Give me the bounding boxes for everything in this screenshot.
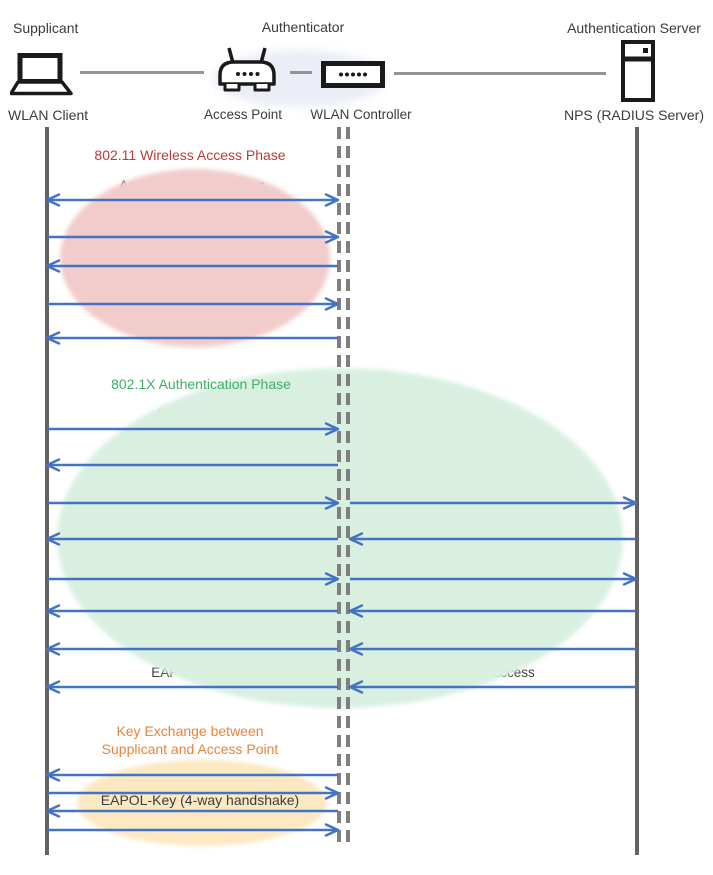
role-label-authenticator: Authenticator	[261, 19, 345, 35]
authenticator-lifeline-dash-left	[337, 127, 341, 849]
connector-ap-controller	[290, 71, 312, 74]
wlan-controller-icon	[321, 61, 385, 88]
message-arrow	[45, 259, 338, 273]
wireless-phase-ellipse	[60, 169, 330, 347]
message-arrow	[45, 768, 338, 782]
message-arrow	[47, 297, 340, 311]
message-arrow	[47, 230, 340, 244]
message-arrow	[350, 496, 638, 510]
message-arrow	[348, 532, 636, 546]
role-label-authentication-server: Authentication Server	[567, 20, 701, 36]
access-point-icon	[218, 47, 276, 92]
key-exchange-title-line1: Key Exchange between	[116, 723, 264, 739]
message-arrow	[45, 642, 338, 656]
message-arrow	[45, 458, 338, 472]
server-icon	[621, 40, 655, 102]
message-arrow	[348, 604, 636, 618]
dot1x-phase-title: 802.1X Authentication Phase	[111, 376, 291, 392]
message-arrow	[45, 680, 338, 694]
node-label-wlan-client: WLAN Client	[8, 107, 89, 123]
message-arrow	[45, 532, 338, 546]
role-label-supplicant: Supplicant	[13, 20, 79, 36]
message-arrow	[47, 422, 340, 436]
message-arrow	[348, 642, 636, 656]
message-arrow	[350, 572, 638, 586]
wireless-phase-title: 802.11 Wireless Access Phase	[94, 147, 286, 163]
message-arrow	[348, 680, 636, 694]
laptop-icon	[10, 53, 73, 96]
connector-controller-nps	[394, 72, 606, 75]
message-arrow	[45, 604, 338, 618]
message-arrow	[47, 572, 340, 586]
node-label-wlan-controller: WLAN Controller	[310, 107, 412, 122]
message-arrow	[47, 496, 340, 510]
connector-client-ap	[80, 71, 204, 74]
message-arrow	[45, 193, 340, 207]
supplicant-lifeline	[45, 127, 49, 855]
eapol-key-label: EAPOL-Key (4-way handshake)	[100, 792, 300, 808]
node-label-nps-radius-server: NPS (RADIUS Server)	[563, 107, 705, 123]
message-arrow	[47, 786, 340, 800]
message-arrow	[45, 804, 338, 818]
key-exchange-title-line2: Supplicant and Access Point	[101, 741, 279, 757]
auth-server-lifeline	[635, 127, 639, 855]
message-arrow	[47, 823, 340, 837]
node-label-access-point: Access Point	[203, 107, 283, 122]
message-arrow	[45, 331, 338, 345]
authenticator-lifeline-dash-right	[346, 127, 350, 849]
